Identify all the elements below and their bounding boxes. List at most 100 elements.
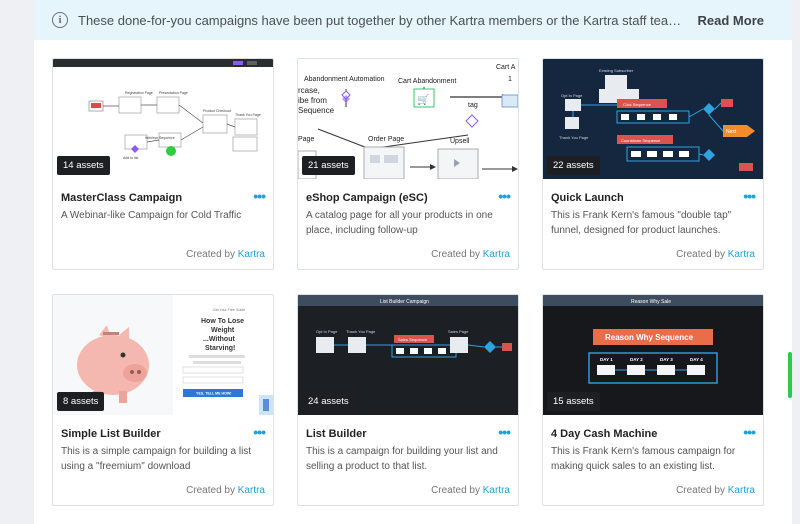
svg-text:Next: Next (726, 129, 737, 135)
campaign-card-eshop[interactable]: 🛒 Abandonment Automation Cart Abandonmen… (297, 58, 519, 270)
credit-brand: Kartra (237, 485, 265, 496)
svg-text:YES, TELL ME HOW!: YES, TELL ME HOW! (196, 392, 231, 396)
asset-count-badge: 21 assets (302, 156, 355, 175)
campaign-thumbnail[interactable]: Registration Page Presentation Page Prod… (53, 59, 273, 179)
credit-brand: Kartra (727, 485, 755, 496)
more-options-icon[interactable]: ••• (253, 188, 266, 204)
svg-text:Weight: Weight (211, 327, 235, 334)
card-credit: Created by Kartra (676, 249, 755, 260)
svg-text:DAY 2: DAY 2 (630, 357, 643, 362)
svg-text:Thank You Page: Thank You Page (559, 135, 589, 140)
svg-text:Order Page: Order Page (368, 136, 404, 143)
svg-text:Registration Page: Registration Page (125, 91, 153, 95)
svg-text:tag: tag (468, 102, 478, 109)
svg-text:Sequence: Sequence (298, 106, 335, 115)
svg-text:Existing Subscriber: Existing Subscriber (599, 68, 634, 73)
card-title[interactable]: List Builder (306, 428, 367, 440)
svg-text:🛒: 🛒 (417, 93, 429, 106)
svg-text:List Builder Campaign: List Builder Campaign (380, 299, 429, 305)
credit-prefix: Created by (186, 249, 235, 260)
svg-text:Product Checkout: Product Checkout (203, 109, 231, 113)
card-description: This is Frank Kern's famous campaign for… (551, 446, 736, 472)
card-description: This is a simple campaign for building a… (61, 446, 252, 472)
card-description: This is Frank Kern's famous "double tap"… (551, 210, 732, 236)
svg-text:Get Your Free Guide: Get Your Free Guide (213, 308, 245, 312)
more-options-icon[interactable]: ••• (743, 188, 756, 204)
credit-prefix: Created by (431, 249, 480, 260)
campaign-thumbnail[interactable]: Existing Subscriber Opt In Page Click Se… (543, 59, 763, 179)
card-credit: Created by Kartra (431, 249, 510, 260)
scrollbar-indicator[interactable] (788, 352, 792, 398)
asset-count-badge: 15 assets (547, 392, 600, 411)
svg-text:Cart A: Cart A (496, 64, 516, 71)
campaign-card-quick-launch[interactable]: Existing Subscriber Opt In Page Click Se… (542, 58, 764, 270)
more-options-icon[interactable]: ••• (498, 188, 511, 204)
svg-text:ibe from: ibe from (298, 96, 327, 105)
credit-prefix: Created by (676, 249, 725, 260)
list-builder-flow-diagram: List Builder Campaign Opt In Page Thank … (298, 295, 518, 358)
campaign-card-simple-list-builder[interactable]: Get Your Free Guide How To Lose Weight .… (52, 294, 274, 506)
credit-prefix: Created by (431, 485, 480, 496)
campaign-thumbnail[interactable]: Get Your Free Guide How To Lose Weight .… (53, 295, 273, 415)
svg-text:Reason Why Sale: Reason Why Sale (631, 299, 671, 305)
campaign-card-4-day-cash-machine[interactable]: Reason Why Sale Reason Why Sequence DAY … (542, 294, 764, 506)
more-options-icon[interactable]: ••• (743, 424, 756, 440)
quick-launch-flow-diagram: Existing Subscriber Opt In Page Click Se… (559, 68, 755, 171)
campaign-card-list-builder[interactable]: List Builder Campaign Opt In Page Thank … (297, 294, 519, 506)
asset-count-badge: 14 assets (57, 156, 110, 175)
card-credit: Created by Kartra (186, 249, 265, 260)
svg-text:Add to list: Add to list (123, 156, 138, 160)
more-options-icon[interactable]: ••• (253, 424, 266, 440)
svg-text:1: 1 (508, 76, 512, 83)
svg-text:rcase,: rcase, (298, 86, 320, 95)
svg-text:Cart Abandonment: Cart Abandonment (398, 78, 456, 85)
credit-brand: Kartra (482, 485, 510, 496)
svg-text:Webinar Sequence: Webinar Sequence (145, 136, 175, 140)
more-options-icon[interactable]: ••• (498, 424, 511, 440)
svg-text:Page: Page (298, 136, 314, 143)
card-title[interactable]: eShop Campaign (eSC) (306, 192, 428, 204)
asset-count-badge: 22 assets (547, 156, 600, 175)
svg-text:Abandonment Automation: Abandonment Automation (304, 76, 385, 83)
svg-text:Reason Why Sequence: Reason Why Sequence (605, 333, 694, 342)
asset-count-badge: 8 assets (57, 392, 105, 411)
card-title[interactable]: MasterClass Campaign (61, 192, 183, 204)
simple-list-builder-page-preview: Get Your Free Guide How To Lose Weight .… (77, 295, 273, 415)
campaign-thumbnail[interactable]: List Builder Campaign Opt In Page Thank … (298, 295, 518, 415)
credit-prefix: Created by (186, 485, 235, 496)
info-icon: i (52, 12, 68, 28)
campaign-thumbnail[interactable]: 🛒 Abandonment Automation Cart Abandonmen… (298, 59, 518, 179)
cash-machine-flow-diagram: Reason Why Sale Reason Why Sequence DAY … (543, 295, 763, 384)
card-credit: Created by Kartra (676, 485, 755, 496)
info-banner: i These done-for-you campaigns have been… (34, 0, 792, 40)
campaign-card-masterclass[interactable]: Registration Page Presentation Page Prod… (52, 58, 274, 270)
svg-text:Sales Sequence: Sales Sequence (398, 337, 428, 342)
svg-text:DAY 4: DAY 4 (690, 357, 703, 362)
svg-text:Thank You Page: Thank You Page (235, 113, 261, 117)
read-more-link[interactable]: Read More (697, 12, 764, 28)
svg-text:Starving!: Starving! (205, 345, 235, 352)
credit-brand: Kartra (482, 249, 510, 260)
card-description: A Webinar-like Campaign for Cold Traffic (61, 210, 242, 221)
card-description: This is a campaign for building your lis… (306, 446, 498, 472)
credit-prefix: Created by (676, 485, 725, 496)
svg-text:...Without: ...Without (203, 336, 235, 343)
campaign-thumbnail[interactable]: Reason Why Sale Reason Why Sequence DAY … (543, 295, 763, 415)
svg-text:Thank You Page: Thank You Page (346, 329, 376, 334)
card-credit: Created by Kartra (186, 485, 265, 496)
svg-text:How To Lose: How To Lose (201, 318, 244, 325)
card-credit: Created by Kartra (431, 485, 510, 496)
svg-text:Presentation Page: Presentation Page (159, 91, 188, 95)
eshop-flow-diagram: 🛒 Abandonment Automation Cart Abandonmen… (298, 64, 518, 179)
card-title[interactable]: Simple List Builder (61, 428, 161, 440)
card-title[interactable]: Quick Launch (551, 192, 624, 204)
svg-text:Countdown Sequence: Countdown Sequence (621, 138, 661, 143)
svg-text:Sales Page: Sales Page (448, 329, 469, 334)
svg-text:Upsell: Upsell (450, 138, 470, 145)
credit-brand: Kartra (727, 249, 755, 260)
card-title[interactable]: 4 Day Cash Machine (551, 428, 658, 440)
svg-text:Opt In Page: Opt In Page (316, 329, 338, 334)
card-description: A catalog page for all your products in … (306, 210, 493, 236)
svg-text:DAY 3: DAY 3 (660, 357, 673, 362)
svg-text:Opt In Page: Opt In Page (561, 93, 583, 98)
